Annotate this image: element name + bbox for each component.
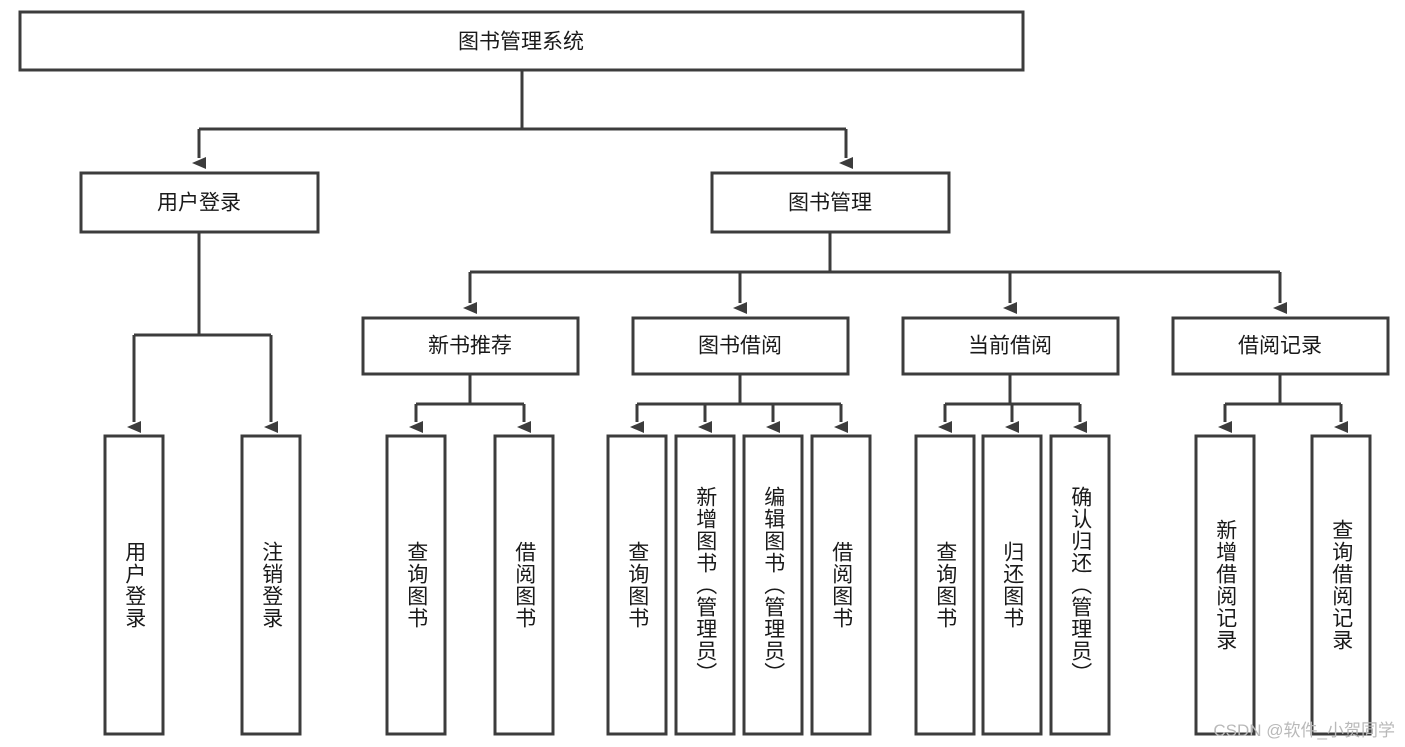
connector-new-book-to-leaves [409,374,531,433]
node-user-login-label: 用户登录 [157,192,241,215]
node-new-book-recommend-label: 新书推荐 [428,335,512,358]
node-book-borrow-label: 图书借阅 [698,335,782,358]
leaf-box-record-query[interactable] [1310,434,1372,736]
node-book-borrow[interactable]: 图书借阅 [631,316,850,376]
node-root[interactable]: 图书管理系统 [18,10,1025,72]
connector-borrow-record-to-leaves [1218,374,1348,433]
node-current-borrow-box[interactable] [901,316,1120,376]
node-current-borrow-label: 当前借阅 [968,335,1052,358]
leaf-box-borrow-query[interactable] [606,434,668,736]
node-borrow-record[interactable]: 借阅记录 [1171,316,1390,376]
connector-book-borrow-to-leaves [630,374,848,433]
leaf-box-borrow-add[interactable] [674,434,736,736]
leaf-box-user-login-login[interactable] [103,434,165,736]
connector-user-login-to-leaves [127,232,278,433]
leaf-box-record-add[interactable] [1194,434,1256,736]
node-book-borrow-box[interactable] [631,316,850,376]
node-book-manage-box[interactable] [710,171,951,234]
leaf-box-borrow-edit[interactable] [742,434,804,736]
node-root-label: 图书管理系统 [458,31,584,54]
leaf-box-current-return[interactable] [981,434,1043,736]
node-user-login[interactable]: 用户登录 [79,171,320,234]
node-new-book-recommend-box[interactable] [361,316,580,376]
node-root-box[interactable] [18,10,1025,72]
connector-book-manage-to-level3 [463,232,1287,314]
leaf-box-new-book-borrow[interactable] [493,434,555,736]
node-borrow-record-label: 借阅记录 [1238,335,1322,358]
csdn-watermark: CSDN @软件_小贺同学 [1213,721,1395,740]
node-current-borrow[interactable]: 当前借阅 [901,316,1120,376]
node-new-book-recommend[interactable]: 新书推荐 [361,316,580,376]
node-book-manage[interactable]: 图书管理 [710,171,951,234]
leaf-box-current-query[interactable] [914,434,976,736]
leaf-box-borrow-lend[interactable] [810,434,872,736]
node-user-login-box[interactable] [79,171,320,234]
node-borrow-record-box[interactable] [1171,316,1390,376]
leaf-box-current-confirm[interactable] [1049,434,1111,736]
connector-current-borrow-to-leaves [938,374,1087,433]
node-book-manage-label: 图书管理 [788,192,872,215]
leaf-box-user-login-logout[interactable] [240,434,302,736]
leaf-box-new-book-query[interactable] [385,434,447,736]
connector-root-to-level2 [192,70,853,169]
